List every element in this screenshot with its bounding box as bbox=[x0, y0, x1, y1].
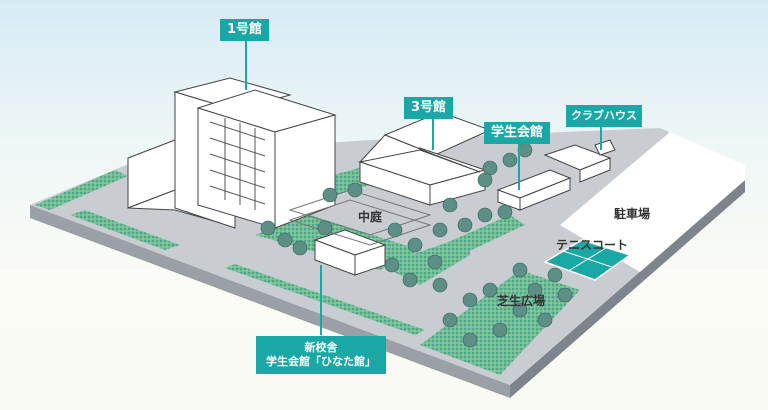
leader-line-3 bbox=[432, 115, 434, 150]
trees bbox=[260, 142, 573, 348]
ground-side-right bbox=[510, 180, 745, 398]
area-tennis: テニスコート bbox=[556, 238, 629, 252]
student-hall bbox=[496, 169, 572, 211]
building-3 bbox=[358, 111, 492, 206]
label-new-building[interactable]: 新校舎 学生会館「ひなた館」 bbox=[256, 336, 386, 374]
label-club-house[interactable]: クラブハウス bbox=[566, 105, 642, 127]
leader-line-new bbox=[320, 265, 322, 335]
leader-line-club bbox=[600, 120, 602, 150]
label-new-building-line2: 学生会館「ひなた館」 bbox=[266, 355, 376, 368]
area-courtyard: 中庭 bbox=[358, 210, 383, 224]
area-parking: 駐車場 bbox=[614, 207, 651, 221]
label-building-1[interactable]: 1号館 bbox=[220, 19, 270, 41]
lawns bbox=[35, 165, 580, 375]
leader-line-hall bbox=[518, 140, 520, 190]
tennis-court bbox=[543, 239, 632, 281]
label-student-hall[interactable]: 学生会館 bbox=[484, 122, 551, 144]
label-building-3[interactable]: 3号館 bbox=[404, 97, 454, 119]
ground-side-left bbox=[30, 205, 510, 398]
parking-area bbox=[560, 132, 745, 272]
leader-line-1 bbox=[245, 40, 247, 90]
new-building bbox=[313, 229, 387, 276]
label-new-building-line1: 新校舎 bbox=[304, 341, 338, 354]
club-house bbox=[543, 139, 616, 183]
area-lawn: 芝生広場 bbox=[497, 294, 546, 308]
